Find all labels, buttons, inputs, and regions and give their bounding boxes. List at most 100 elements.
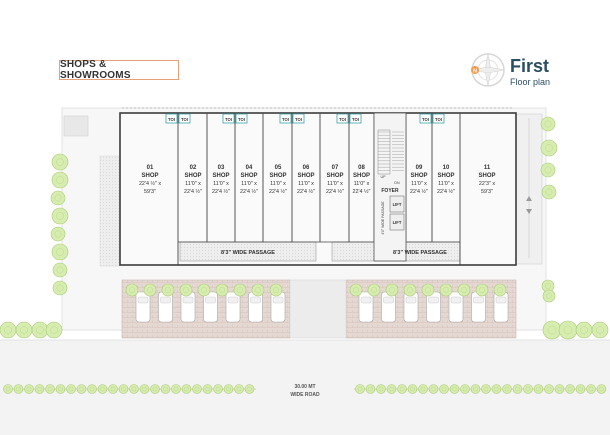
tree [475, 283, 489, 297]
tree [523, 384, 533, 394]
parked-car [493, 291, 509, 323]
tree [3, 384, 13, 394]
shop-label: SHOP [269, 173, 286, 179]
shop-dimension: 11'0" x [438, 181, 454, 187]
shop-number: 09 [416, 165, 423, 171]
shop-label: SHOP [478, 173, 495, 179]
shop-label: SHOP [184, 173, 201, 179]
toilet-label: TOI [282, 117, 289, 122]
toilet-label: TOI [352, 117, 359, 122]
tree [51, 153, 69, 171]
tree [460, 384, 470, 394]
tree [376, 384, 386, 394]
tree [179, 283, 193, 297]
tree [575, 384, 586, 394]
tree [161, 283, 175, 297]
shop-number: 10 [443, 165, 450, 171]
tree [125, 283, 139, 297]
tree [51, 171, 69, 189]
shop-dimension: 22'4 ½" [240, 188, 258, 195]
shop-dimension: 22'4 ½" [297, 188, 315, 195]
floor-title-main: First [510, 56, 550, 76]
tree [50, 226, 66, 242]
toilet-label: TOI [435, 117, 442, 122]
toilet-block [178, 113, 191, 124]
shop-dimension: 11'0" x [185, 181, 201, 187]
shop-number: 11 [484, 165, 491, 171]
tree [87, 384, 97, 394]
toilet-block [165, 113, 178, 124]
tree [421, 283, 435, 297]
shop-number: 05 [275, 165, 282, 171]
floor-emblem-icon: N [471, 53, 505, 87]
stair-down-label: DN [394, 181, 400, 185]
shop-label: SHOP [326, 173, 343, 179]
tree [386, 384, 397, 394]
parked-car [158, 291, 173, 323]
shop-dimension: 22'4 ½" [326, 188, 344, 195]
road-label-1: 30.00 MT [294, 384, 315, 390]
shop-number: 07 [332, 165, 339, 171]
service-core [373, 112, 407, 262]
tree [355, 384, 365, 394]
tree [215, 283, 229, 297]
shop-label: SHOP [410, 173, 427, 179]
floor-title-sub: Floor plan [510, 77, 551, 87]
tree [541, 184, 557, 200]
stair-up-label: UP [381, 175, 387, 179]
foyer-label: FOYER [381, 188, 399, 194]
tree [13, 384, 24, 394]
toilet-label: TOI [238, 117, 245, 122]
shop-number: 04 [246, 165, 253, 171]
shop-dimension: 11'0" x [411, 181, 427, 187]
driveway [289, 279, 347, 339]
tree [470, 384, 481, 394]
tree [586, 384, 596, 394]
shop-dimension: 22'4 ½" x [139, 180, 161, 187]
shop-number: 06 [303, 165, 310, 171]
tree [449, 384, 460, 394]
shop-dimension: 11'0" x [327, 181, 343, 187]
parked-car [248, 291, 263, 323]
tree [575, 321, 593, 339]
shop-label: SHOP [297, 173, 314, 179]
toilet-label: TOI [181, 117, 188, 122]
shop-label: SHOP [141, 173, 158, 179]
shop-label: SHOP [353, 173, 370, 179]
tree [418, 384, 428, 394]
tree [15, 321, 33, 339]
tree [439, 384, 449, 394]
shop-dimension: 11'0" x [298, 181, 314, 187]
tree [403, 283, 417, 297]
tree [385, 283, 399, 297]
parked-car [180, 291, 196, 323]
tree [51, 207, 69, 225]
tree [213, 384, 223, 394]
tree [139, 384, 150, 394]
tree [439, 283, 453, 297]
parked-car [448, 291, 464, 323]
tree [233, 283, 247, 297]
toilet-block [349, 113, 362, 124]
tree [55, 384, 66, 394]
shop-dimension: 22'4 ½" [184, 188, 202, 195]
toilet-label: TOI [225, 117, 232, 122]
tree [596, 384, 607, 394]
parked-car [426, 291, 441, 323]
road-label-2: WIDE ROAD [290, 392, 320, 398]
tree [544, 384, 554, 394]
tree [52, 280, 68, 296]
tree [349, 283, 363, 297]
passage-label-right: 8'3" WIDE PASSAGE [393, 250, 447, 256]
tree [76, 384, 87, 394]
tree [502, 384, 512, 394]
shop-number: 03 [218, 165, 225, 171]
shop-dimension: 59'3" [144, 189, 156, 195]
tree [97, 384, 108, 394]
tree [66, 384, 76, 394]
tree [428, 384, 439, 394]
tree [542, 320, 562, 340]
toilet-block [336, 113, 349, 124]
tree [407, 384, 418, 394]
toilet-block [279, 113, 292, 124]
